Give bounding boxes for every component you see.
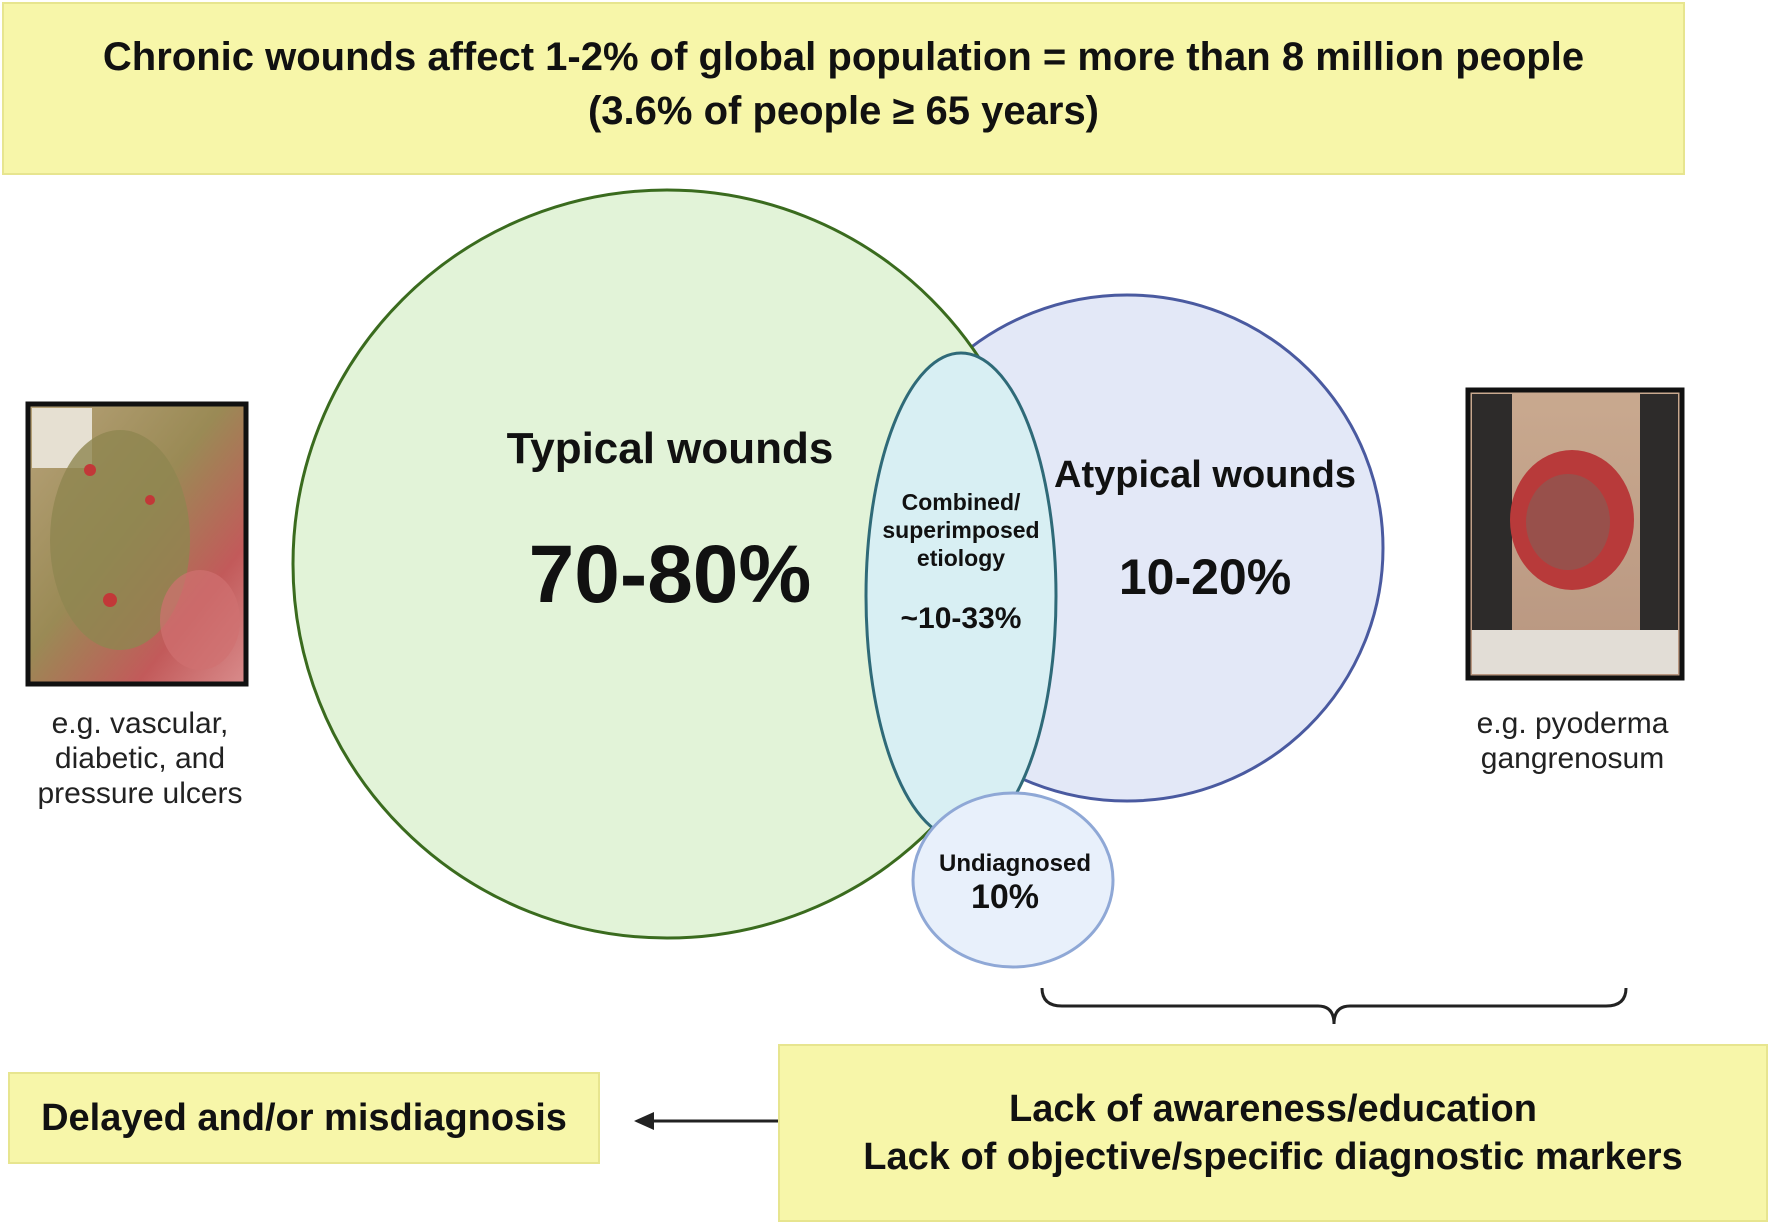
right-example-caption: e.g. pyoderma gangrenosum	[1450, 706, 1695, 776]
left-wound-photo	[25, 401, 249, 687]
combined-label: Combined/ superimposed etiology	[865, 488, 1057, 572]
atypical-title: Atypical wounds	[1054, 454, 1356, 496]
atypical-value: 10-20%	[1118, 549, 1292, 605]
left-example-line-1: e.g. vascular,	[51, 707, 229, 740]
header-line-2: (3.6% of people ≥ 65 years)	[587, 88, 1100, 133]
combined-line-2: superimposed	[882, 517, 1040, 543]
left-example-line-3: pressure ulcers	[37, 777, 243, 810]
outcome-box: Delayed and/or misdiagnosis	[8, 1072, 600, 1164]
combined-value: ~10-33%	[900, 602, 1022, 635]
cause-line-1: Lack of awareness/education	[1009, 1088, 1537, 1130]
outcome-text: Delayed and/or misdiagnosis	[41, 1096, 567, 1139]
left-example-caption: e.g. vascular, diabetic, and pressure ul…	[20, 706, 260, 811]
right-example-line-2: gangrenosum	[1480, 742, 1665, 775]
cause-box: Lack of awareness/education Lack of obje…	[778, 1044, 1768, 1222]
right-example-line-1: e.g. pyoderma	[1476, 707, 1669, 740]
header-line-1: Chronic wounds affect 1-2% of global pop…	[102, 34, 1585, 79]
arrow-head	[634, 1112, 654, 1130]
typical-title: Typical wounds	[506, 424, 834, 473]
left-example-line-2: diabetic, and	[54, 742, 226, 775]
combined-line-1: Combined/	[901, 489, 1021, 515]
header-banner: Chronic wounds affect 1-2% of global pop…	[2, 2, 1685, 175]
undiagnosed-title: Undiagnosed	[938, 850, 1091, 877]
undiagnosed-value: 10%	[970, 878, 1040, 916]
cause-line-2: Lack of objective/specific diagnostic ma…	[863, 1136, 1683, 1178]
right-wound-photo	[1465, 387, 1685, 681]
brace	[1040, 987, 1628, 1025]
undiagnosed-circle	[911, 791, 1115, 969]
combined-ellipse	[864, 351, 1058, 841]
typical-value: 70-80%	[528, 529, 812, 620]
combined-line-3: etiology	[916, 545, 1006, 571]
